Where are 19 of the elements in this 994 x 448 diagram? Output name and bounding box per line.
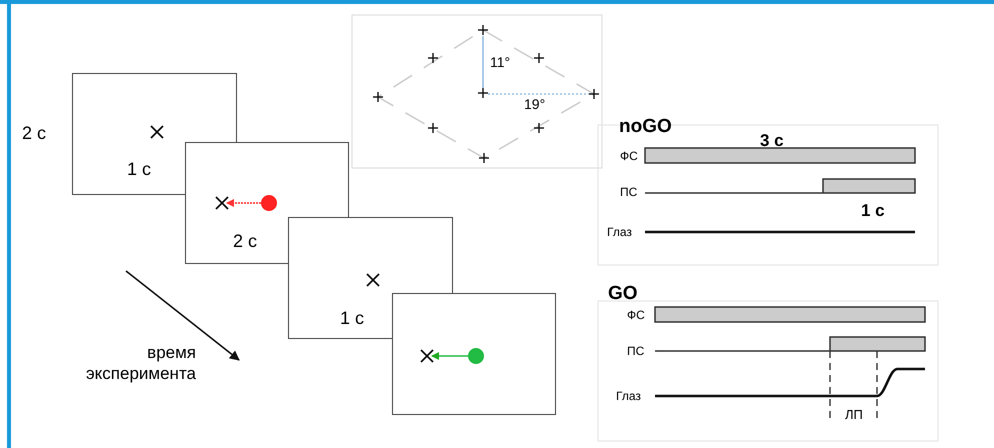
- axis-label: время эксперимента: [85, 342, 196, 384]
- duration-label: 1 с: [127, 160, 152, 178]
- signal-label: ПС: [627, 345, 644, 357]
- stimulus-screen: [392, 293, 556, 415]
- duration-label: 1 с: [340, 309, 364, 327]
- duration-label: 2 с: [233, 232, 258, 250]
- duration-label: 2 с: [22, 124, 46, 142]
- signal-label: Глаз: [607, 226, 632, 238]
- duration-label: 1 с: [861, 202, 885, 219]
- signal-label: Глаз: [616, 390, 641, 402]
- signal-label: ПС: [620, 186, 638, 198]
- signal-label: ФС: [620, 150, 638, 162]
- interval-label: ЛП: [845, 408, 863, 421]
- panel-title: GO: [608, 284, 638, 303]
- panel-title: noGO: [619, 117, 672, 136]
- duration-label: 3 с: [760, 132, 784, 149]
- angle-label: 19°: [524, 97, 546, 111]
- angle-label: 11°: [490, 55, 510, 69]
- signal-label: ФС: [627, 309, 645, 321]
